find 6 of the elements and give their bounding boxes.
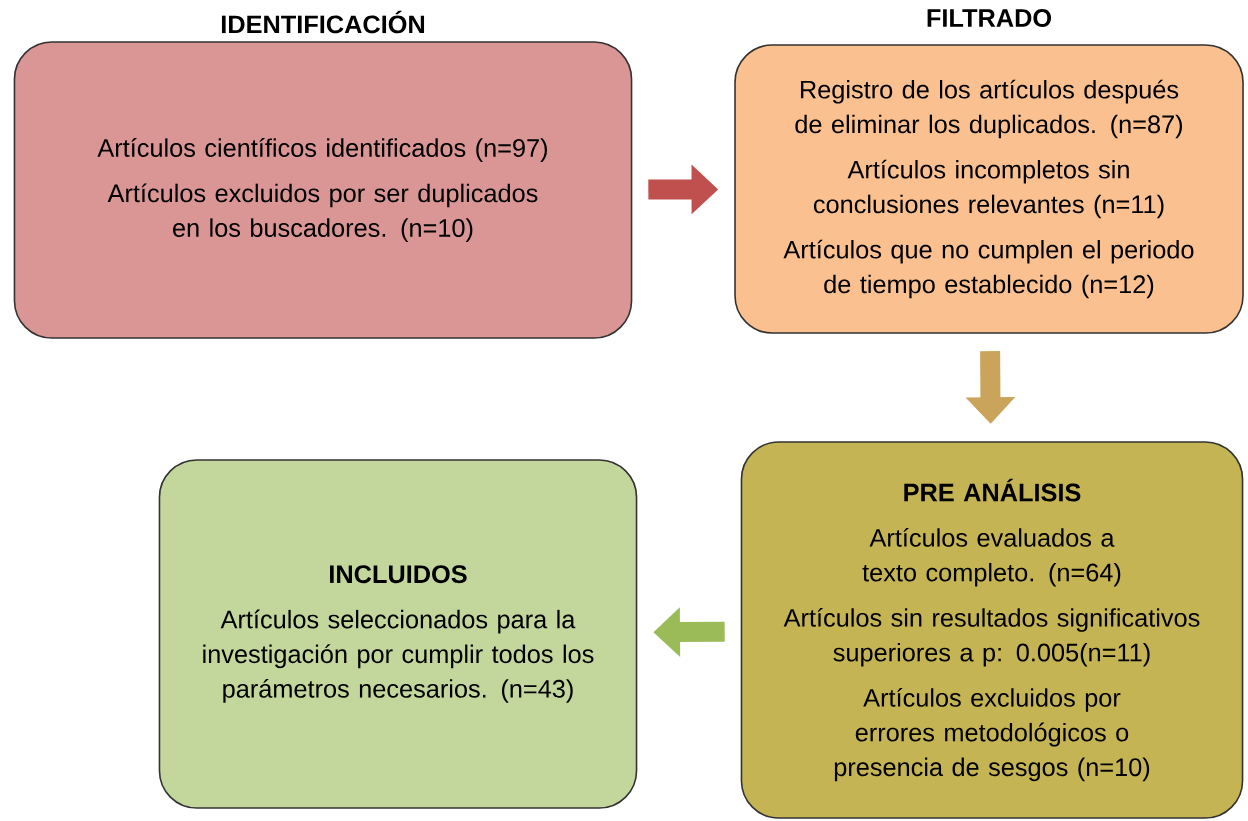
rounded-box: PRE ANÁLISIS Artículos evaluados a texto completo. (n=64) Artículos sin resultados significativos superiores a p: 0.005(n=11) Artículos excluidos por errores metodológicos o presencia de sesgos (n=10) <box>740 441 1244 819</box>
heading: IDENTIFICACIÓN <box>221 10 425 34</box>
rounded-box: INCLUIDOS Artículos seleccionados para la investigación por cumplir todos los parámetros necesarios. (n=43) <box>158 459 638 809</box>
rounded-box: Artículos científicos identificados (n=97) Artículos excluidos por ser duplicados en los buscadores. (n=10) <box>13 41 633 339</box>
rounded-box: Registro de los artículos después de eliminar los duplicados. (n=87) Artículos incompletos sin conclusiones relevantes (n=11) Artículos que no cumplen el periodo de tiempo establecido (n=12) <box>734 44 1244 334</box>
heading: FILTRADO <box>927 9 1052 27</box>
